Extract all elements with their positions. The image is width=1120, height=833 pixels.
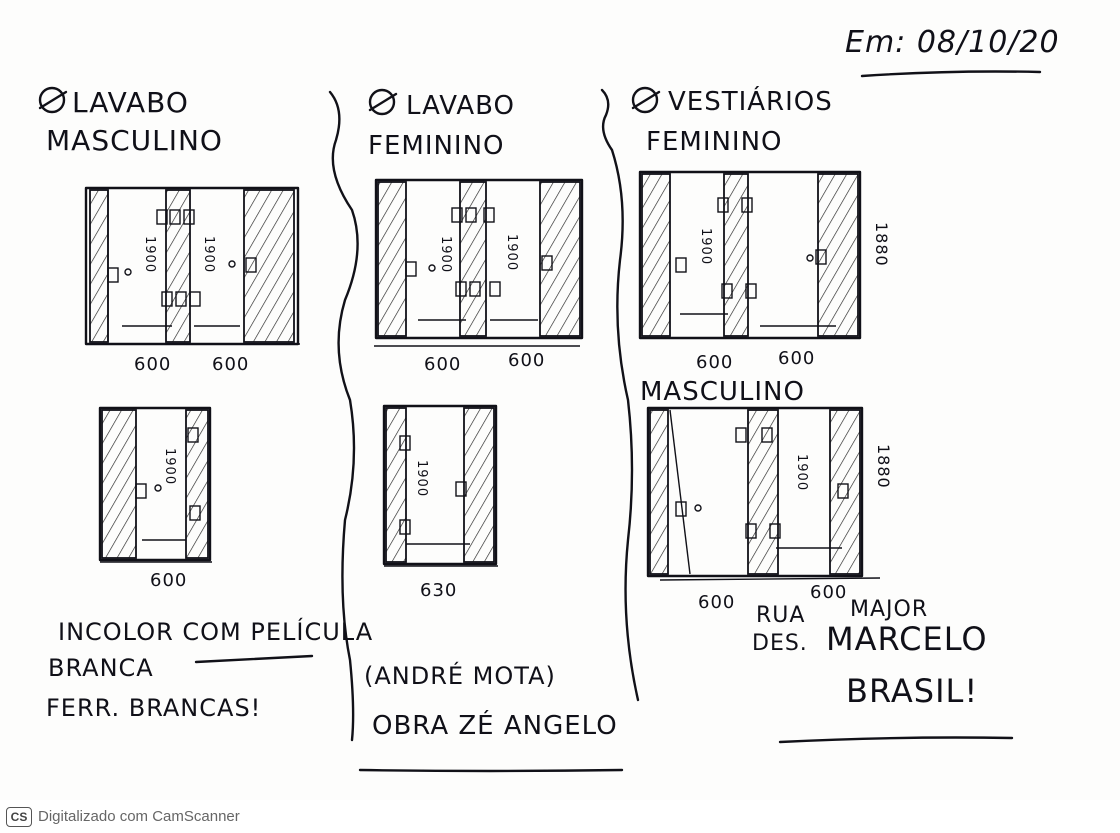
width-dim-right: 600 [508, 350, 545, 371]
height-dim: 1900 [162, 448, 177, 485]
section-title-line1: LAVABO [406, 91, 515, 121]
sketch-drawing: Em: 08/10/20 LAVABO MASCULINO 1900 1900 … [38, 25, 1060, 773]
note-line-3: FERR. BRANCAS! [46, 694, 261, 722]
address-line-4: MARCELO [826, 620, 988, 658]
note-line-2: BRANCA [48, 654, 154, 682]
scanned-sheet: Em: 08/10/20 LAVABO MASCULINO 1900 1900 … [38, 25, 1060, 773]
note-line-1: INCOLOR COM PELÍCULA [58, 617, 373, 646]
height-dim: 1900 [142, 236, 157, 273]
width-dim-right: 600 [778, 348, 815, 369]
footer-text: Digitalizado com CamScanner [38, 808, 240, 825]
width-dim-left: 600 [424, 354, 461, 375]
section-lavabo-feminino: LAVABO FEMININO 1900 1900 600 600 1900 6… [368, 88, 584, 601]
width-dim-left: 600 [134, 354, 171, 375]
address-line-1: RUA [756, 603, 805, 628]
width-dim-left: 600 [696, 352, 733, 373]
camscanner-logo: CS [6, 806, 32, 827]
section-title-line2: FEMININO [646, 127, 783, 157]
height-dim: 1900 [414, 460, 429, 497]
height-dim: 1900 [201, 236, 216, 273]
side-dim: 1880 [874, 444, 893, 489]
height-dim: 1900 [794, 454, 809, 491]
section-marker-icon [368, 88, 396, 116]
side-dim: 1880 [872, 222, 891, 267]
width-dim-left: 600 [698, 592, 735, 613]
height-dim: 1900 [504, 234, 519, 271]
width-dim: 600 [150, 570, 187, 591]
height-dim: 1900 [698, 228, 713, 265]
section-title-line2: FEMININO [368, 131, 505, 161]
date-label: Em: 08/10/20 [845, 25, 1060, 60]
width-dim: 630 [420, 580, 457, 601]
section-title-masculino: MASCULINO [640, 377, 805, 407]
section-title-line1: VESTIÁRIOS [668, 85, 833, 117]
bottom-underline-mid [358, 768, 624, 773]
elevation-frame [374, 178, 584, 340]
section-vestiarios: VESTIÁRIOS FEMININO 1900 1880 600 600 MA… [631, 85, 893, 613]
address-line-5: BRASIL! [846, 672, 978, 710]
client-name: (ANDRÉ MOTA) [364, 661, 556, 690]
section-marker-icon [631, 86, 659, 114]
section-title-line1: LAVABO [72, 86, 189, 119]
column-divider-left [328, 90, 359, 742]
section-title-line2: MASCULINO [46, 124, 223, 157]
glass-notes: INCOLOR COM PELÍCULA BRANCA FERR. BRANCA… [46, 617, 373, 722]
scanner-footer: CS Digitalizado com CamScanner [0, 800, 1120, 833]
address-line-3: MAJOR [850, 597, 928, 622]
column-divider-right [600, 88, 640, 702]
elevation-frame-masculino [646, 406, 864, 578]
elevation-frame [382, 404, 498, 566]
section-marker-icon [38, 86, 66, 114]
bottom-underline-right [778, 736, 1014, 744]
section-lavabo-masculino: LAVABO MASCULINO 1900 1900 600 600 [38, 86, 300, 591]
elevation-frame-feminino [638, 170, 862, 340]
date-underline [860, 70, 1042, 78]
project-name: OBRA ZÉ ANGELO [372, 709, 618, 741]
height-dim: 1900 [438, 236, 453, 273]
address-notes: RUA DES. MAJOR MARCELO BRASIL! [752, 597, 988, 710]
width-dim-right: 600 [810, 582, 847, 603]
client-notes: (ANDRÉ MOTA) OBRA ZÉ ANGELO [364, 661, 618, 741]
address-line-2: DES. [752, 631, 808, 656]
elevation-frame [98, 406, 212, 562]
width-dim-right: 600 [212, 354, 249, 375]
